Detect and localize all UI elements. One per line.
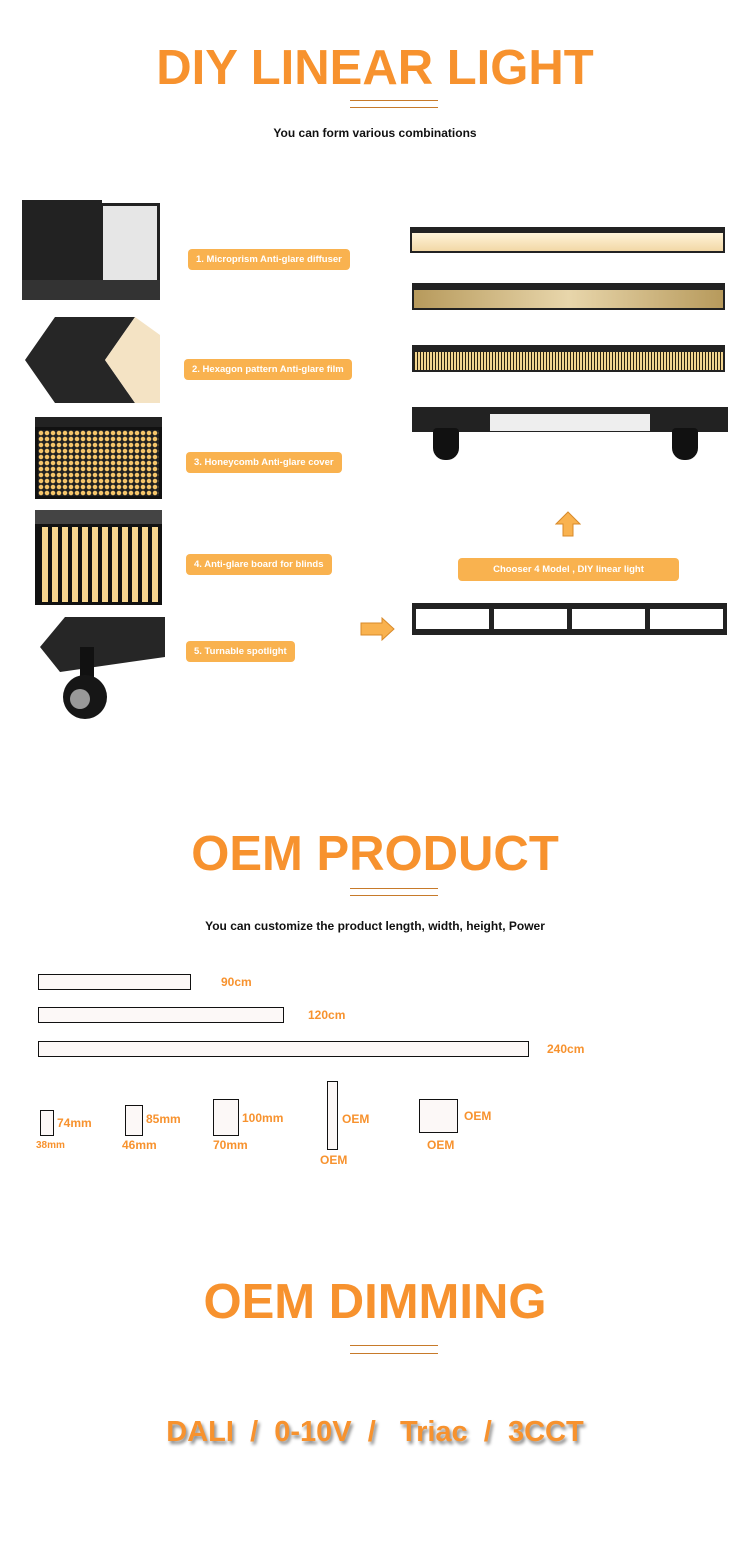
up-arrow-icon: [554, 510, 582, 543]
spotlight-head: [672, 428, 698, 460]
option-tag-microprism: 1. Microprism Anti-glare diffuser: [188, 249, 350, 270]
length-bar-120: [38, 1007, 284, 1023]
profile-box: [213, 1099, 239, 1136]
empty-linear-track: [412, 603, 727, 635]
profile-height: 100mm: [242, 1111, 284, 1125]
hexagon-light-image: [25, 315, 160, 405]
profile-height: OEM: [342, 1112, 370, 1126]
diy-subtitle: You can form various combinations: [273, 126, 477, 140]
divider: [350, 107, 438, 108]
profile-height: 85mm: [146, 1112, 181, 1126]
profile-width: OEM: [427, 1138, 455, 1152]
blinds-light-image: [35, 510, 162, 605]
dimming-options: DALI / 0-10V / Triac / 3CCT: [166, 1416, 584, 1448]
honeycomb-light-image: [35, 417, 162, 499]
oem-product-title: OEM PRODUCT: [191, 827, 559, 881]
right-arrow-icon: [360, 616, 396, 646]
spotlight-image: [40, 617, 165, 722]
linear-light-hexagon: [412, 283, 725, 310]
profile-box: [327, 1081, 338, 1150]
linear-light-diffuser: [410, 227, 725, 253]
profile-box: [40, 1110, 54, 1136]
profile-height: OEM: [464, 1109, 492, 1123]
diy-title: DIY LINEAR LIGHT: [156, 41, 594, 95]
length-label: 240cm: [547, 1042, 585, 1056]
divider: [350, 100, 438, 101]
length-label: 120cm: [308, 1008, 346, 1022]
spotlight-head: [433, 428, 459, 460]
profile-width: 46mm: [122, 1138, 157, 1152]
length-bar-240: [38, 1041, 529, 1057]
profile-box: [419, 1099, 458, 1133]
profile-width: 70mm: [213, 1138, 248, 1152]
divider: [350, 895, 438, 896]
profile-height: 74mm: [57, 1116, 92, 1130]
length-bar-90: [38, 974, 191, 990]
divider: [350, 1345, 438, 1346]
divider: [350, 888, 438, 889]
profile-width: 38mm: [36, 1140, 65, 1151]
oem-dimming-title: OEM DIMMING: [203, 1275, 547, 1329]
profile-box: [125, 1105, 143, 1136]
oem-product-subtitle: You can customize the product length, wi…: [205, 919, 545, 933]
length-label: 90cm: [221, 975, 252, 989]
linear-light-spotlight: [412, 407, 728, 432]
option-tag-honeycomb: 3. Honeycomb Anti-glare cover: [186, 452, 342, 473]
choose-model-tag: Chooser 4 Model , DIY linear light: [458, 558, 679, 581]
microprism-light-image: [22, 195, 160, 301]
option-tag-hexagon: 2. Hexagon pattern Anti-glare film: [184, 359, 352, 380]
option-tag-spotlight: 5. Turnable spotlight: [186, 641, 295, 662]
profile-width: OEM: [320, 1153, 348, 1167]
option-tag-blinds: 4. Anti-glare board for blinds: [186, 554, 332, 575]
linear-light-blinds: [412, 345, 725, 372]
divider: [350, 1353, 438, 1354]
